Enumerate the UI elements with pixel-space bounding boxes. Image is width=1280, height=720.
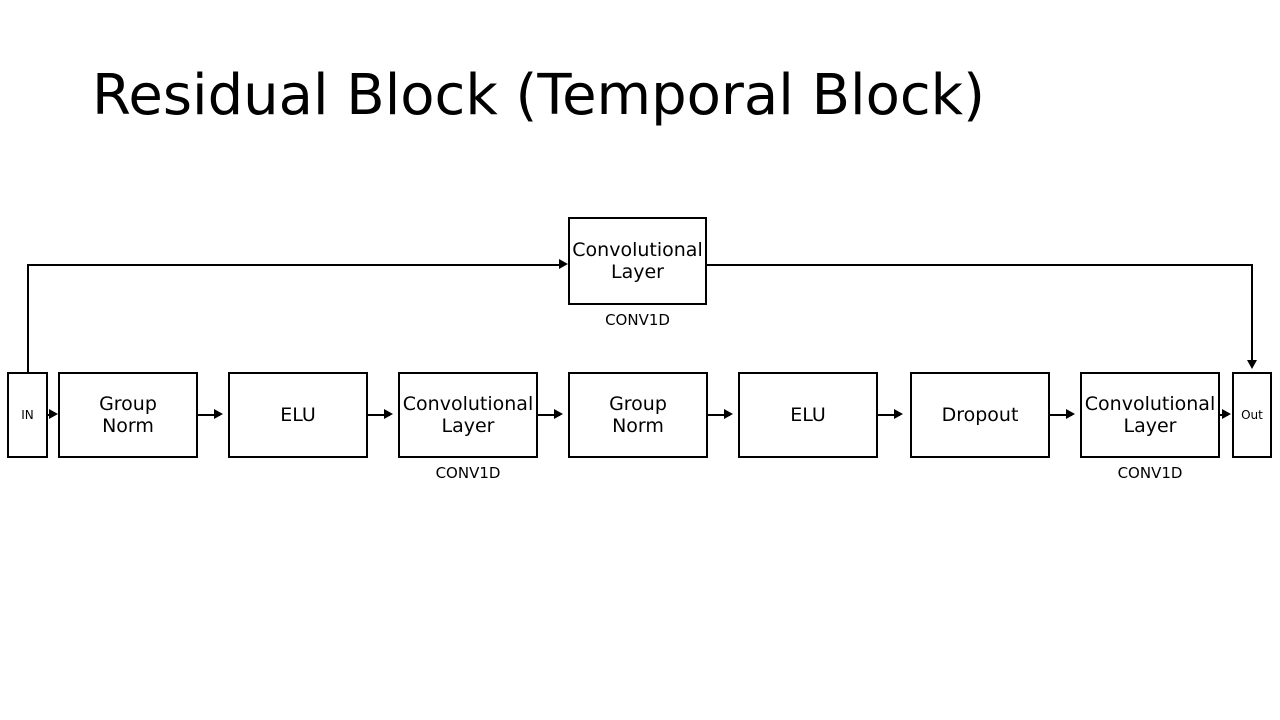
node-skip-convolutional-layer[interactable]: Convolutional Layer [568,217,707,305]
caption-skip-conv1d: CONV1D [605,311,670,329]
skip-connection-from-conv [707,264,1253,266]
node-group-norm-2[interactable]: Group Norm [568,372,708,458]
node-label: ELU [280,403,316,426]
connector-arrowhead-icon [1066,409,1075,419]
connector-arrowhead-icon [554,409,563,419]
node-label: Group Norm [609,392,667,437]
connector-arrowhead-icon [214,409,223,419]
skip-connection-to-conv [27,264,561,266]
skip-connection-riser [27,264,29,374]
node-dropout[interactable]: Dropout [910,372,1050,458]
connector-arrowhead-icon [724,409,733,419]
node-label: Convolutional Layer [572,238,703,283]
node-convolutional-layer-2[interactable]: Convolutional Layer [1080,372,1220,458]
connector-1 [198,414,220,416]
node-label: Group Norm [99,392,157,437]
node-elu-1[interactable]: ELU [228,372,368,458]
skip-connection-down-arrowhead-icon [1247,360,1257,369]
terminal-input-label: IN [21,407,34,422]
node-group-norm-1[interactable]: Group Norm [58,372,198,458]
connector-3 [538,414,560,416]
connector-6 [1050,414,1072,416]
connector-arrowhead-icon [384,409,393,419]
connector-arrowhead-icon [894,409,903,419]
terminal-output[interactable]: Out [1232,372,1272,458]
node-label: ELU [790,403,826,426]
terminal-input[interactable]: IN [7,372,48,458]
connector-arrowhead-icon [49,409,58,419]
skip-connection-arrowhead-icon [559,259,568,269]
page-title: Residual Block (Temporal Block) [92,63,985,128]
skip-connection-dropper [1251,264,1253,362]
connector-5 [878,414,900,416]
caption-conv1d-2: CONV1D [1117,464,1183,482]
node-label: Convolutional Layer [402,392,534,437]
node-convolutional-layer-1[interactable]: Convolutional Layer [398,372,538,458]
node-label: Dropout [941,403,1019,426]
caption-conv1d-1: CONV1D [435,464,501,482]
node-elu-2[interactable]: ELU [738,372,878,458]
connector-2 [368,414,390,416]
node-label: Convolutional Layer [1084,392,1216,437]
connector-4 [708,414,730,416]
connector-arrowhead-icon [1222,409,1231,419]
terminal-output-label: Out [1241,407,1263,422]
